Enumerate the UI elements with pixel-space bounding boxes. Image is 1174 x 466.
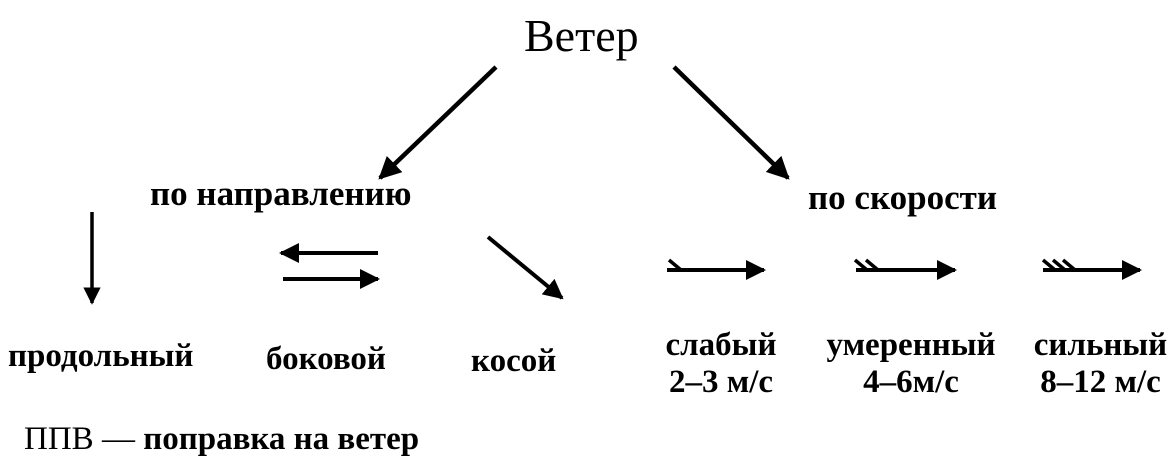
footnote: ППВ — поправка на ветер (24, 423, 419, 456)
direction-type-side: боковой (266, 341, 386, 377)
speed-type-moderate-name: умеренный (826, 327, 996, 363)
footnote-abbr: ППВ (24, 421, 94, 457)
arrow-to-speed (672, 65, 790, 180)
speed-type-strong: сильный 8–12 м/с (1028, 327, 1173, 401)
diagram-title: Ветер (524, 10, 639, 61)
oblique-wind-icon (486, 235, 564, 300)
speed-type-strong-range: 8–12 м/с (1040, 363, 1161, 400)
footnote-text: поправка на ветер (143, 421, 420, 457)
speed-type-weak: слабый 2–3 м/с (652, 327, 790, 401)
speed-type-moderate-range: 4–6м/с (863, 363, 959, 400)
direction-type-oblique: косой (471, 343, 557, 379)
speed-type-weak-name: слабый (665, 327, 777, 363)
crosswind-icon (279, 243, 380, 289)
weak-wind-icon (667, 258, 766, 280)
speed-type-strong-name: сильный (1033, 327, 1168, 363)
direction-type-longitudinal: продольный (8, 338, 194, 374)
category-direction: по направлению (150, 174, 412, 213)
arrow-to-direction (378, 65, 498, 180)
speed-type-weak-range: 2–3 м/с (668, 363, 774, 400)
speed-type-moderate: умеренный 4–6м/с (818, 327, 1004, 401)
strong-wind-icon (1041, 258, 1142, 280)
moderate-wind-icon (853, 258, 957, 280)
footnote-dash: — (101, 421, 135, 457)
category-speed: по скорости (808, 178, 998, 217)
